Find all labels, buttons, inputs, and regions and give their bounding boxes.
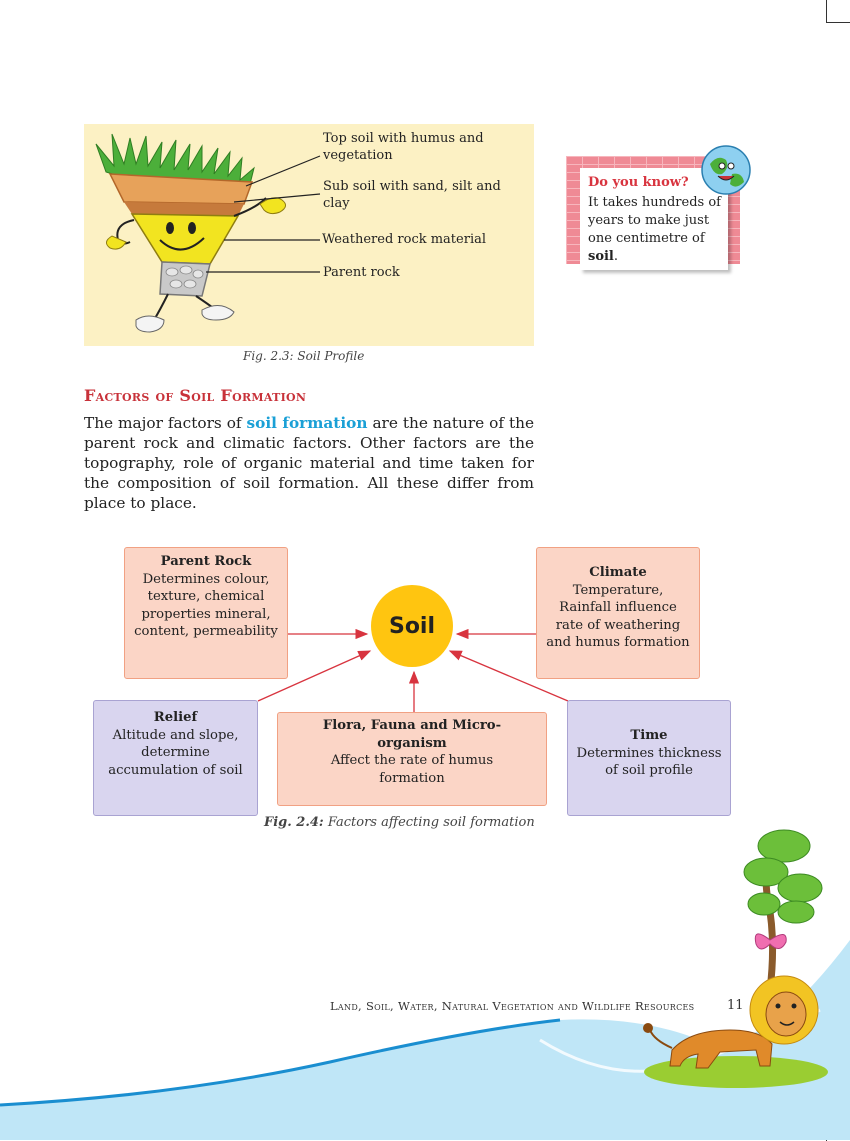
node-climate-title: Climate [589,565,647,580]
do-you-know-title: Do you know? [588,175,689,190]
node-relief: Relief Altitude and slope, determine acc… [93,700,258,816]
lion-mascot-icon [643,975,819,1069]
node-parent-rock-title: Parent Rock [160,554,252,569]
caption-text: Factors affecting soil formation [323,815,535,830]
arrow-time [448,650,569,702]
water-wave [0,940,850,1140]
node-time-text: Determines thickness of soil profile [576,745,722,779]
node-flora-text: Affect the rate of humus formation [330,753,494,786]
do-you-know-text: It takes hundreds of years to make just … [588,194,726,266]
do-you-know-box [580,168,728,270]
globe-mascot-icon [701,145,751,195]
do-you-know-text-part: It takes hundreds of years to make just … [588,195,721,246]
tree-foliage [743,829,823,924]
node-time-title: Time [630,728,668,743]
soil-profile-figure: Top soil with humus and vegetation Sub s… [84,124,534,346]
node-relief-text: Altitude and slope, determine accumulati… [108,727,243,778]
node-climate-text: Temperature, Rainfall influence rate of … [546,582,690,651]
label-parent-rock: Parent rock [323,265,400,280]
crop-mark-top [826,0,850,23]
pink-bow-icon [754,933,787,950]
para-text-start: The major factors of [84,414,247,432]
section-heading: Factors of Soil Formation [84,386,307,405]
caption-prefix: Fig. 2.4: [264,815,324,830]
section-paragraph: The major factors of soil formation are … [84,413,534,513]
label-top-soil: Top soil with humus and vegetation [323,131,484,163]
page-number: 11 [727,998,744,1013]
soil-profile-illustration [95,133,321,333]
footer-running-title: Land, Soil, Water, Natural Vegetation an… [330,999,695,1013]
node-flora-fauna: Flora, Fauna and Micro-organism Affect t… [277,712,547,806]
node-time: Time Determines thickness of soil profil… [567,700,731,816]
soil-center-node: Soil [371,585,453,667]
figure-caption-factors: Fig. 2.4: Factors affecting soil formati… [264,815,535,830]
figure-caption-soil-profile: Fig. 2.3: Soil Profile [243,349,365,363]
node-climate: Climate Temperature, Rainfall influence … [536,547,700,679]
para-highlight: soil formation [246,414,368,432]
do-you-know-bold-word: soil [588,249,614,264]
label-sub-soil: Sub soil with sand, silt and clay [323,179,501,211]
node-relief-title: Relief [153,710,198,725]
grass-island [644,1056,828,1088]
para-text-rest: are the nature of the parent rock and cl… [84,414,535,512]
do-you-know-text-end: . [613,249,619,264]
label-weathered-rock: Weathered rock material [322,232,487,247]
arrow-relief [257,650,372,702]
node-parent-rock: Parent Rock Determines colour, texture, … [124,547,288,679]
node-flora-title: Flora, Fauna and Micro-organism [322,718,502,751]
node-parent-rock-text: Determines colour, texture, chemical pro… [134,571,278,640]
